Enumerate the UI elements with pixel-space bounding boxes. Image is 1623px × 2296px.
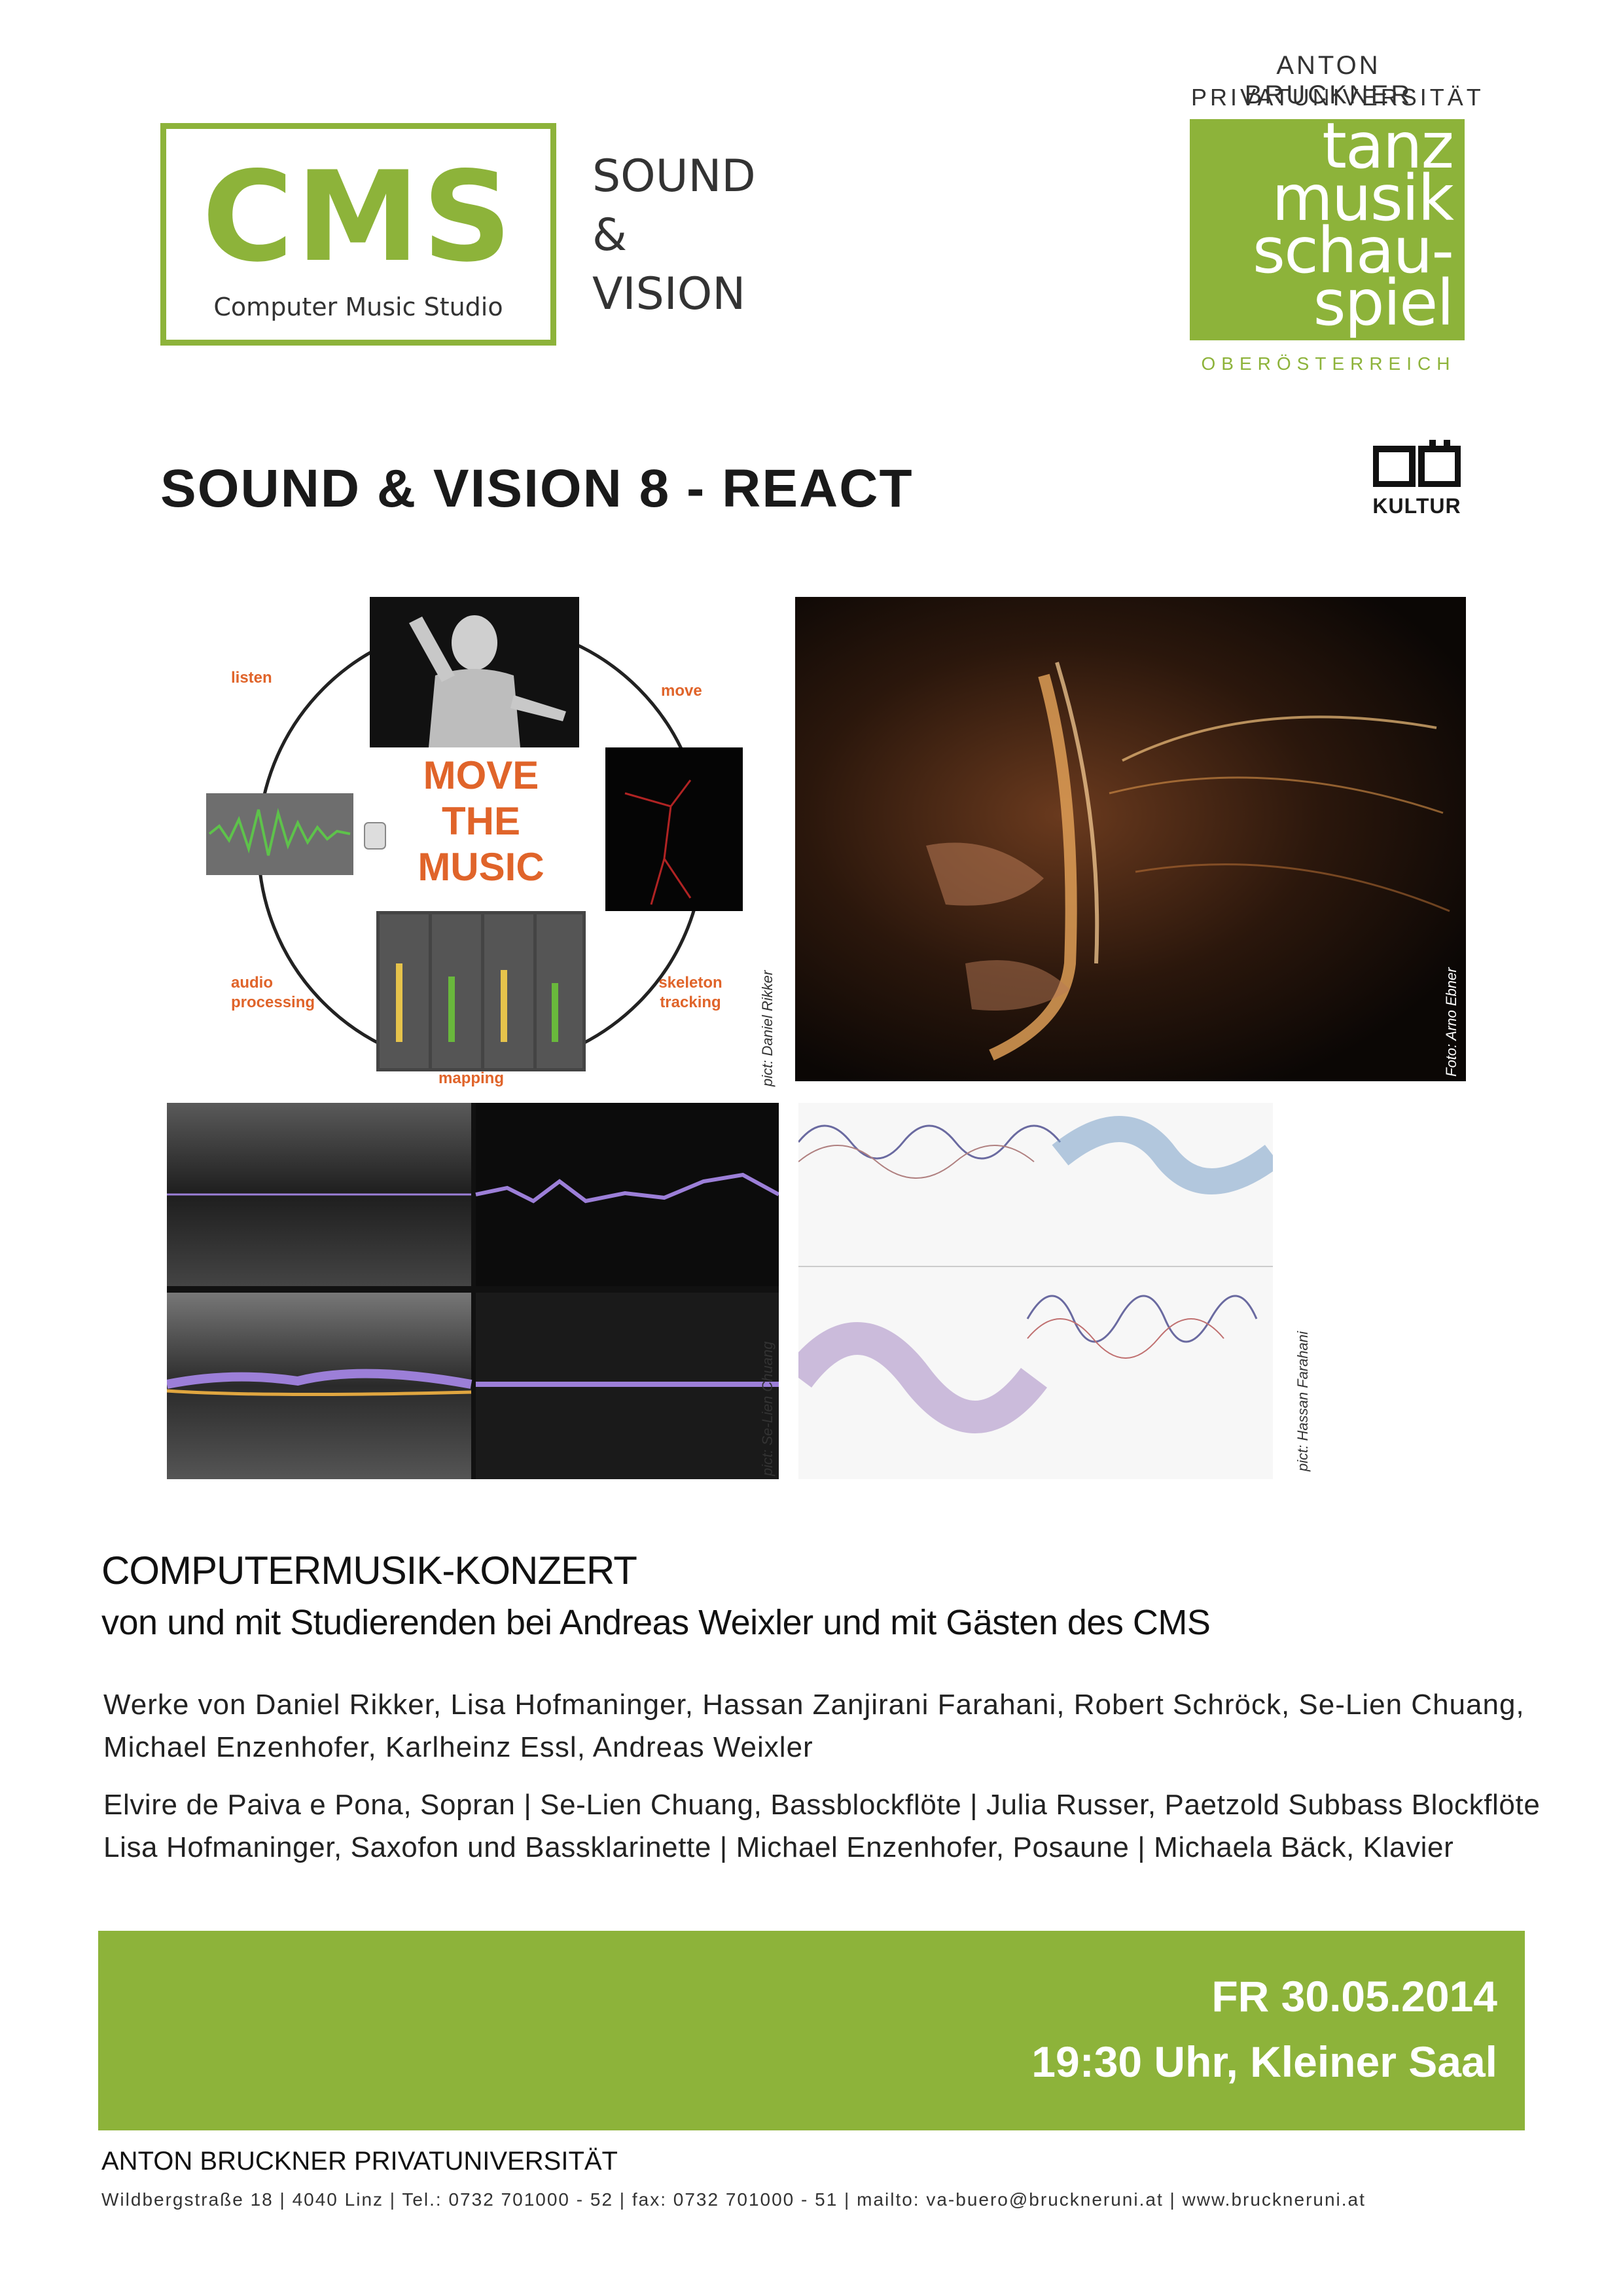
cms-logo-subtitle: Computer Music Studio: [213, 293, 503, 321]
move-the-music-text: MOVE THE MUSIC: [409, 753, 553, 890]
saxophone-photo: [795, 597, 1466, 1081]
performers-list: Elvire de Paiva e Pona, Sopran | Se-Lien…: [103, 1784, 1543, 1869]
center-line: MOVE: [423, 753, 539, 797]
logo-word: spiel: [1313, 266, 1454, 340]
logo-word: tanz: [1322, 109, 1454, 183]
footer-address: Wildbergstraße 18 | 4040 Linz | Tel.: 07…: [101, 2189, 1366, 2210]
performers-line: Lisa Hofmaninger, Saxofon und Bassklarin…: [103, 1831, 1454, 1863]
cms-logo: CMS Computer Music Studio: [160, 123, 556, 346]
credit-farahani: pict: Hassan Farahani: [1294, 1331, 1311, 1471]
logo-word: musik: [1272, 162, 1454, 235]
page-title: SOUND & VISION 8 - REACT: [160, 459, 914, 518]
sound-vision-wordmark: SOUND & VISION: [592, 147, 756, 324]
diagram-label-move: move: [661, 682, 702, 700]
event-time-place: 19:30 Uhr, Kleiner Saal: [1031, 2037, 1497, 2086]
diagram-label-audio: audio processing: [231, 974, 315, 1011]
move-the-music-diagram: listen move audio processing skeleton tr…: [193, 597, 756, 1091]
event-date-bar: FR 30.05.2014 19:30 Uhr, Kleiner Saal: [98, 1931, 1525, 2130]
wordmark-line: SOUND: [592, 151, 756, 202]
credit-ebner: Foto: Arno Ebner: [1443, 967, 1459, 1077]
bruckner-logo-line1: ANTON BRUCKNER: [1244, 51, 1413, 109]
wordmark-line: VISION: [592, 268, 746, 320]
ooe-kultur-logo: KULTUR: [1368, 440, 1466, 518]
center-line: THE: [442, 799, 520, 843]
diagram-label-listen: listen: [231, 669, 272, 687]
logo-word: schau-: [1253, 214, 1454, 287]
diagram-label-skeleton: skeleton tracking: [658, 974, 722, 1011]
footer-university: ANTON BRUCKNER PRIVATUNIVERSITÄT: [101, 2147, 618, 2176]
event-date: FR 30.05.2014: [1211, 1972, 1497, 2020]
bruckner-logo-line3: OBERÖSTERREICH: [1201, 353, 1456, 374]
credit-rikker: pict: Daniel Rikker: [759, 970, 776, 1086]
ooe-mark-icon: [1373, 440, 1461, 487]
waveform-graphs: [798, 1103, 1273, 1479]
performers-line: Elvire de Paiva e Pona, Sopran | Se-Lien…: [103, 1789, 1541, 1821]
bruckner-logo-box: tanz musik schau- spiel: [1190, 109, 1465, 340]
works-line: Michael Enzenhofer, Karlheinz Essl, Andr…: [103, 1731, 813, 1763]
center-line: MUSIC: [418, 845, 544, 889]
diagram-label-mapping: mapping: [438, 1069, 504, 1087]
wordmark-line: &: [592, 209, 628, 261]
cms-logo-letters: CMS: [202, 145, 515, 289]
spectrogram-panel: [167, 1103, 779, 1479]
bruckner-logo-line2: PRIVATUNIVERSITÄT: [1191, 84, 1484, 111]
works-line: Werke von Daniel Rikker, Lisa Hofmaninge…: [103, 1689, 1525, 1721]
concert-subtitle: von und mit Studierenden bei Andreas Wei…: [101, 1603, 1211, 1642]
ooe-kultur-text: KULTUR: [1372, 494, 1461, 518]
credit-chuang: pict: Se-Lien Chuang: [759, 1341, 776, 1476]
works-list: Werke von Daniel Rikker, Lisa Hofmaninge…: [103, 1683, 1543, 1768]
concert-title: COMPUTERMUSIK-KONZERT: [101, 1549, 637, 1592]
